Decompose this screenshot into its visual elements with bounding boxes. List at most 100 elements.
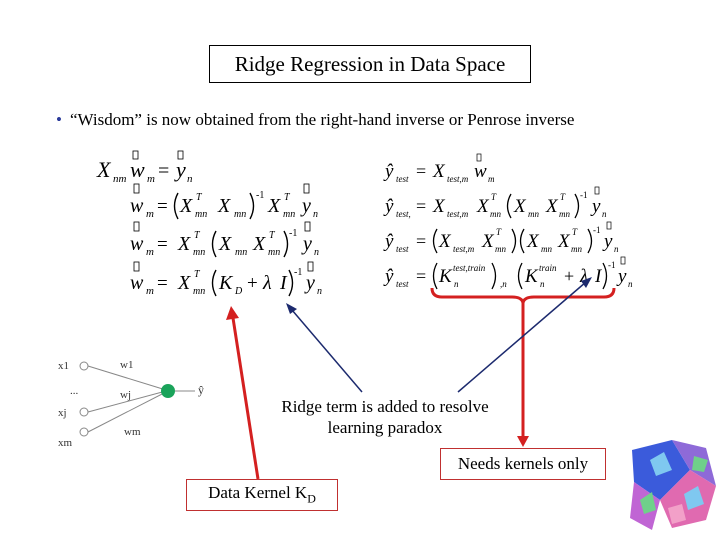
svg-text:n: n bbox=[628, 279, 633, 289]
svg-text:X: X bbox=[177, 233, 191, 255]
svg-text:X: X bbox=[217, 195, 231, 217]
eq-left-3: w m = X T mn X mn X T mn -1 y n bbox=[130, 221, 319, 258]
net-output: ŷ bbox=[198, 383, 204, 397]
svg-text:T: T bbox=[496, 227, 502, 237]
svg-text:m: m bbox=[488, 174, 495, 184]
svg-text:n: n bbox=[540, 279, 545, 289]
svg-text:X: X bbox=[432, 161, 446, 182]
svg-text:X: X bbox=[432, 196, 446, 217]
net-input-1: x1 bbox=[58, 360, 69, 372]
eq-right-1: ŷ test = X test,m w m bbox=[383, 153, 495, 184]
svg-text:=: = bbox=[416, 231, 426, 251]
svg-text:=: = bbox=[416, 266, 426, 286]
svg-text:=: = bbox=[158, 160, 169, 182]
net-input-m: xm bbox=[58, 437, 73, 449]
svg-text:n: n bbox=[187, 173, 193, 185]
svg-text:m: m bbox=[146, 285, 154, 297]
svg-text:-1: -1 bbox=[256, 190, 264, 201]
svg-text:ŷ: ŷ bbox=[383, 196, 394, 217]
svg-text:K: K bbox=[438, 266, 453, 287]
svg-text:,n: ,n bbox=[500, 279, 507, 289]
svg-text:w: w bbox=[130, 157, 145, 182]
data-kernel-text: Data Kernel KD bbox=[208, 483, 316, 506]
svg-text:m: m bbox=[146, 208, 154, 220]
svg-text:y: y bbox=[174, 157, 186, 182]
ridge-note: Ridge term is added to resolve learning … bbox=[258, 396, 512, 438]
net-weight-j: wj bbox=[120, 389, 131, 401]
svg-text:mn: mn bbox=[234, 209, 246, 220]
svg-text:y: y bbox=[300, 195, 311, 217]
svg-text:mn: mn bbox=[495, 244, 506, 254]
network-output-node bbox=[161, 384, 175, 398]
svg-text:train: train bbox=[539, 263, 557, 273]
svg-text:T: T bbox=[269, 230, 276, 241]
svg-text:w: w bbox=[130, 195, 144, 217]
svg-text:λ: λ bbox=[579, 266, 588, 287]
svg-text:mn: mn bbox=[283, 209, 295, 220]
svg-text:y: y bbox=[602, 231, 613, 252]
svg-text:y: y bbox=[304, 272, 315, 294]
svg-text:X: X bbox=[526, 231, 540, 252]
svg-text:mn: mn bbox=[193, 247, 205, 258]
svg-text:=: = bbox=[416, 161, 426, 181]
network-diagram: x1 ... xj xm w1 wj wm ŷ bbox=[58, 359, 204, 449]
svg-text:+: + bbox=[564, 266, 574, 286]
svg-text:T: T bbox=[284, 192, 291, 203]
navy-arrow-right bbox=[457, 281, 587, 393]
svg-text:n: n bbox=[614, 244, 619, 254]
svg-text:mn: mn bbox=[490, 209, 501, 219]
svg-text:mn: mn bbox=[571, 244, 582, 254]
svg-text:T: T bbox=[560, 192, 566, 202]
svg-text:m: m bbox=[147, 173, 155, 185]
svg-text:test: test bbox=[396, 244, 409, 254]
navy-arrow-left bbox=[291, 309, 363, 393]
bullet-line: •“Wisdom” is now obtained from the right… bbox=[56, 110, 574, 130]
svg-text:mn: mn bbox=[528, 209, 539, 219]
data-kernel-box: Data Kernel KD bbox=[186, 479, 338, 511]
svg-text:mn: mn bbox=[235, 247, 247, 258]
red-arrow-up bbox=[231, 317, 260, 480]
svg-text:ŷ: ŷ bbox=[383, 266, 394, 287]
navy-arrow-right-head bbox=[581, 277, 592, 288]
svg-text:X: X bbox=[218, 233, 232, 255]
svg-text:n: n bbox=[602, 209, 607, 219]
decorative-tiles-graphic bbox=[630, 440, 716, 530]
svg-text:y: y bbox=[301, 233, 312, 255]
svg-text:w: w bbox=[130, 233, 144, 255]
svg-text:mn: mn bbox=[268, 247, 280, 258]
svg-text:X: X bbox=[179, 195, 193, 217]
svg-text:T: T bbox=[194, 230, 201, 241]
svg-text:=: = bbox=[416, 196, 426, 216]
svg-text:K: K bbox=[524, 266, 539, 287]
svg-text:X: X bbox=[476, 196, 490, 217]
ridge-note-line2: learning paradox bbox=[327, 418, 443, 437]
svg-text:λ: λ bbox=[262, 272, 272, 294]
net-weight-m: wm bbox=[124, 426, 141, 438]
svg-text:ŷ: ŷ bbox=[383, 231, 394, 252]
data-kernel-subscript: D bbox=[307, 491, 316, 506]
svg-text:T: T bbox=[491, 192, 497, 202]
eq-right-3: ŷ test = X test,m X T mn X mn X T mn -1 … bbox=[383, 221, 619, 254]
red-brace bbox=[430, 287, 616, 304]
svg-text:D: D bbox=[234, 286, 243, 297]
red-arrow-up-head bbox=[226, 306, 239, 320]
eq-right-2: ŷ test, = X test,m X T mn X mn X T mn -1… bbox=[383, 186, 607, 219]
svg-text:ŷ: ŷ bbox=[383, 161, 394, 182]
svg-text:n: n bbox=[313, 209, 318, 220]
svg-text:T: T bbox=[194, 269, 201, 280]
svg-text:X: X bbox=[267, 195, 281, 217]
net-input-dots: ... bbox=[70, 385, 79, 397]
slide-title: Ridge Regression in Data Space bbox=[209, 45, 531, 83]
svg-text:K: K bbox=[218, 272, 234, 294]
ridge-note-line1: Ridge term is added to resolve bbox=[281, 397, 489, 416]
svg-text:I: I bbox=[279, 272, 288, 294]
svg-text:X: X bbox=[545, 196, 559, 217]
svg-text:=: = bbox=[157, 196, 168, 217]
svg-text:test: test bbox=[396, 279, 409, 289]
svg-text:X: X bbox=[513, 196, 527, 217]
svg-text:-1: -1 bbox=[580, 190, 588, 200]
net-input-j: xj bbox=[58, 407, 67, 419]
eq-left-1: X nm w m = y n bbox=[96, 150, 193, 185]
svg-text:-1: -1 bbox=[593, 225, 601, 235]
svg-text:=: = bbox=[157, 273, 168, 294]
